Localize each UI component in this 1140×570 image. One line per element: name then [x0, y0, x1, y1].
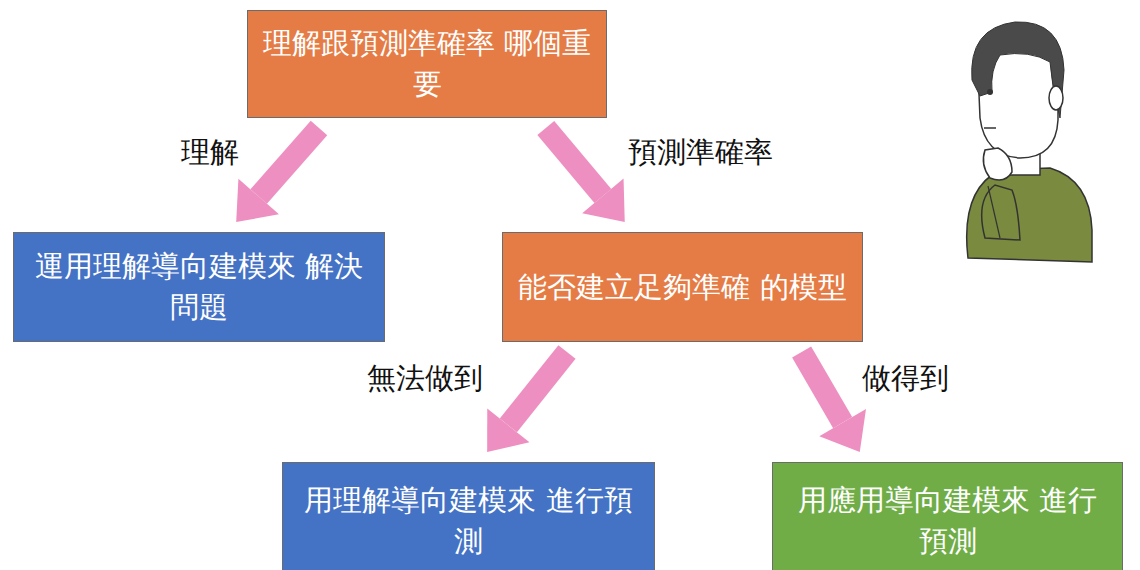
edge-label: 預測準確率 — [624, 135, 777, 170]
result-box: 用應用導向建模來 進行預測 — [772, 462, 1123, 570]
arrow-shaft — [508, 352, 567, 425]
box-label: 用理解導向建模來 進行預測 — [283, 480, 654, 561]
box-label: 理解跟預測準確率 哪個重要 — [248, 23, 606, 104]
arrow-shaft — [802, 352, 843, 423]
arrow-shaft — [259, 128, 319, 196]
box-label: 運用理解導向建模來 解決問題 — [14, 246, 384, 327]
result-box: 用理解導向建模來 進行預測 — [282, 462, 655, 570]
box-label: 能否建立足夠準確 的模型 — [504, 267, 860, 308]
decision-box: 能否建立足夠準確 的模型 — [502, 232, 863, 342]
arrow-head — [582, 179, 625, 222]
box-label: 用應用導向建模來 進行預測 — [773, 480, 1122, 561]
block-arrow — [236, 128, 319, 222]
block-arrow — [802, 352, 866, 452]
arrow-head — [819, 409, 866, 452]
edge-label: 理解 — [177, 135, 243, 170]
edge-label: 做得到 — [858, 361, 953, 396]
arrow-head — [236, 179, 279, 222]
result-box: 運用理解導向建模來 解決問題 — [13, 232, 385, 342]
edge-label: 無法做到 — [363, 361, 487, 396]
block-arrow — [546, 128, 625, 222]
arrow-head — [487, 409, 529, 452]
block-arrow — [487, 352, 567, 452]
question-box: 理解跟預測準確率 哪個重要 — [247, 10, 607, 118]
arrow-shaft — [546, 128, 603, 196]
